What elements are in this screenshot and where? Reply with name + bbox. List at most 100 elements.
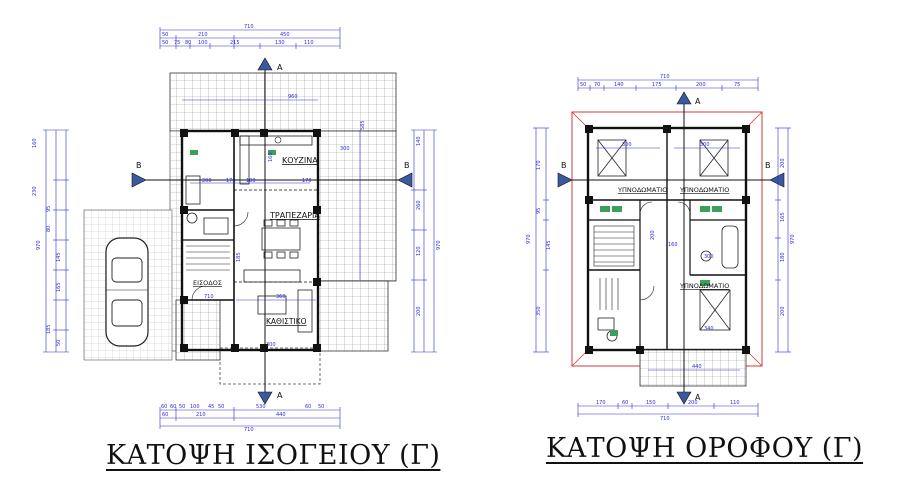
svg-text:200: 200 — [780, 158, 786, 168]
svg-text:710: 710 — [660, 416, 670, 422]
svg-text:A: A — [277, 63, 283, 72]
svg-text:60: 60 — [161, 404, 167, 410]
svg-text:200: 200 — [688, 400, 698, 406]
svg-text:60: 60 — [170, 404, 176, 410]
svg-text:160: 160 — [668, 242, 678, 248]
svg-text:150: 150 — [646, 400, 656, 406]
ground-bottom-patio — [219, 347, 321, 385]
svg-text:450: 450 — [280, 32, 290, 38]
ground-section-line-b: B B — [131, 161, 413, 188]
svg-text:585: 585 — [360, 120, 366, 130]
svg-text:60: 60 — [305, 404, 311, 410]
svg-text:95: 95 — [536, 208, 542, 214]
ground-floor-plan: ΚΟΥΖΙΝΑ ΤΡΑΠΕΖΑΡΙΑ ΕΙΣΟΔΟΣ ΚΑΘΙΣΤΙΚΟ A A… — [32, 24, 442, 433]
svg-text:A: A — [277, 391, 283, 400]
svg-text:160: 160 — [268, 152, 274, 162]
room-label-entrance: ΕΙΣΟΔΟΣ — [193, 279, 222, 287]
svg-text:130: 130 — [275, 40, 285, 46]
ground-dimensions — [45, 29, 435, 427]
svg-text:B: B — [404, 161, 410, 170]
ground-dimension-labels: 710 50 210 450 50 75 80 100 215 130 110 … — [32, 24, 442, 433]
svg-text:215: 215 — [230, 40, 240, 46]
svg-text:710: 710 — [244, 24, 254, 30]
upper-floor-plan-title: ΚΑΤΟΨΗ ΟΡΟΦΟΥ (Γ) — [546, 433, 864, 464]
svg-text:110: 110 — [730, 400, 740, 406]
svg-text:440: 440 — [276, 412, 286, 418]
upper-dimensions — [535, 79, 789, 415]
room-label-bedroom-1: ΥΠΝΟΔΩΜΑΤΙΟ — [617, 186, 667, 194]
svg-text:350: 350 — [536, 306, 542, 316]
svg-text:360: 360 — [276, 294, 286, 300]
svg-text:970: 970 — [36, 240, 42, 250]
dining-table-icon — [261, 219, 301, 259]
svg-text:440: 440 — [692, 364, 702, 370]
svg-text:80: 80 — [185, 40, 191, 46]
svg-text:170: 170 — [226, 178, 236, 184]
svg-text:140: 140 — [614, 82, 624, 88]
svg-text:50: 50 — [179, 404, 185, 410]
svg-text:50: 50 — [218, 404, 224, 410]
svg-text:960: 960 — [288, 94, 298, 100]
room-label-kitchen: ΚΟΥΖΙΝΑ — [282, 156, 318, 165]
ground-terrace-right — [317, 130, 397, 282]
svg-text:B: B — [136, 161, 142, 170]
svg-text:200: 200 — [780, 306, 786, 316]
svg-text:300: 300 — [266, 342, 276, 348]
upper-balcony — [639, 349, 747, 387]
svg-text:230: 230 — [32, 186, 38, 196]
svg-text:60: 60 — [622, 400, 628, 406]
svg-text:200: 200 — [650, 230, 656, 240]
svg-text:A: A — [695, 393, 701, 402]
svg-text:95: 95 — [46, 206, 52, 212]
svg-text:145: 145 — [546, 240, 552, 250]
svg-text:165: 165 — [56, 282, 62, 292]
svg-text:110: 110 — [304, 40, 314, 46]
svg-text:185: 185 — [236, 252, 242, 262]
ground-dimension-ticks — [43, 27, 437, 429]
svg-text:260: 260 — [416, 200, 422, 210]
svg-text:50: 50 — [580, 82, 586, 88]
svg-text:710: 710 — [660, 74, 670, 80]
svg-text:210: 210 — [198, 32, 208, 38]
svg-text:200: 200 — [696, 82, 706, 88]
svg-text:300: 300 — [622, 142, 632, 148]
svg-text:A: A — [695, 97, 701, 106]
upper-dimension-labels: 710 50 70 140 175 200 75 170 60 150 200 … — [526, 74, 796, 422]
svg-text:200: 200 — [202, 178, 212, 184]
svg-text:300: 300 — [340, 146, 350, 152]
svg-text:710: 710 — [244, 427, 254, 433]
svg-text:45: 45 — [208, 404, 214, 410]
svg-text:50: 50 — [162, 40, 168, 46]
svg-text:120: 120 — [416, 246, 422, 256]
svg-text:50: 50 — [162, 32, 168, 38]
svg-text:70: 70 — [594, 82, 600, 88]
svg-text:50: 50 — [318, 404, 324, 410]
svg-text:340: 340 — [704, 326, 714, 332]
ground-terrace-right-low — [317, 280, 389, 352]
ground-terrace-top — [169, 72, 397, 132]
svg-text:970: 970 — [436, 240, 442, 250]
svg-text:165: 165 — [780, 212, 786, 222]
ground-section-line-a: A A — [257, 57, 283, 405]
svg-text:50: 50 — [56, 340, 62, 346]
svg-text:100: 100 — [198, 40, 208, 46]
upper-section-line-b: B B — [557, 161, 785, 188]
sofa-icon — [243, 269, 313, 333]
room-label-bedroom-2: ΥΠΝΟΔΩΜΑΤΙΟ — [679, 186, 729, 194]
svg-text:180: 180 — [780, 252, 786, 262]
svg-text:210: 210 — [196, 412, 206, 418]
room-label-living: ΚΑΘΙΣΤΙΚΟ — [266, 317, 307, 326]
car-icon — [105, 237, 149, 347]
svg-text:145: 145 — [56, 252, 62, 262]
svg-text:530: 530 — [256, 404, 266, 410]
svg-text:75: 75 — [734, 82, 740, 88]
svg-text:710: 710 — [204, 294, 214, 300]
svg-text:170: 170 — [596, 400, 606, 406]
svg-text:180: 180 — [246, 178, 256, 184]
svg-text:185: 185 — [46, 324, 52, 334]
upper-dimension-ticks — [533, 77, 791, 417]
room-label-bedroom-3: ΥΠΝΟΔΩΜΑΤΙΟ — [679, 282, 729, 290]
ground-floor-plan-title: ΚΑΤΟΨΗ ΙΣΟΓΕΙΟΥ (Γ) — [106, 440, 441, 471]
svg-text:140: 140 — [416, 136, 422, 146]
upper-floor-plan: ΥΠΝΟΔΩΜΑΤΙΟ ΥΠΝΟΔΩΜΑΤΙΟ ΥΠΝΟΔΩΜΑΤΙΟ A A … — [526, 74, 796, 422]
